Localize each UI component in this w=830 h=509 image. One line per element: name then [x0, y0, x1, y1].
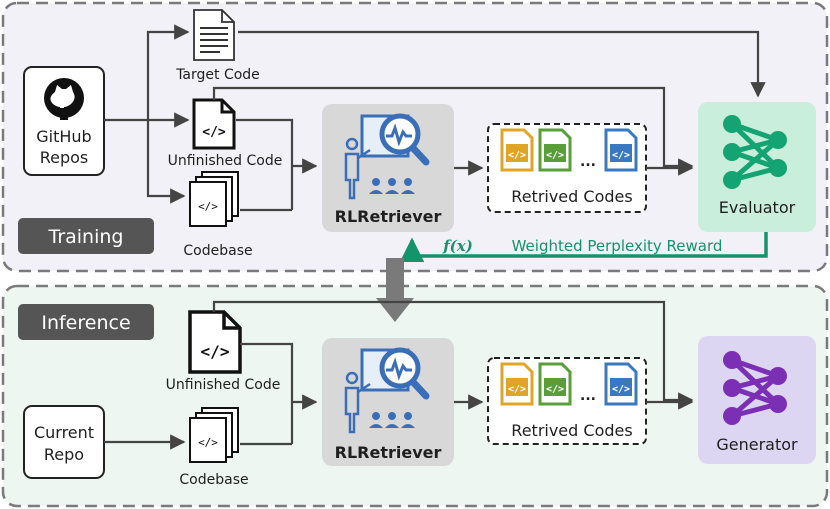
- code-file-yellow-icon: [500, 128, 534, 172]
- codes-inference-ellipsis: ...: [580, 388, 596, 404]
- unfinished-to-generator-arrow: [212, 300, 694, 408]
- github-repos-label-2: Repos: [40, 148, 89, 167]
- inference-merge-connector: [240, 342, 318, 446]
- github-repos-label-1: GitHub: [36, 127, 91, 146]
- retrived-codes-training: ... Retrived Codes: [487, 123, 647, 213]
- generator-box: Generator: [698, 336, 816, 464]
- rlretriever-training: RLRetriever: [322, 104, 454, 232]
- unfinished-code-label: Unfinished Code: [168, 153, 283, 169]
- unfinished-code-icon: [192, 98, 236, 150]
- target-code-document-icon: [193, 9, 235, 61]
- codebase-label: Codebase: [183, 243, 252, 259]
- rlretriever-label: RLRetriever: [335, 207, 442, 226]
- training-merge-connector: [236, 118, 318, 212]
- current-repo-box: Current Repo: [23, 405, 105, 479]
- target-code-label: Target Code: [175, 67, 260, 83]
- retrived-codes-label: Retrived Codes: [511, 187, 632, 206]
- training-input-connectors: [104, 24, 190, 204]
- codebase-inference-label: Codebase: [179, 472, 248, 488]
- rlretriever-inference: RLRetriever: [322, 338, 454, 466]
- training-tag-label: Training: [48, 226, 124, 248]
- github-icon: [44, 78, 84, 120]
- evaluator-label: Evaluator: [719, 198, 796, 217]
- reward-feedback-arrow: [399, 232, 768, 263]
- inference-tag: Inference: [18, 304, 154, 340]
- svg-text:</>: </>: [201, 342, 230, 361]
- current-repo-label-2: Repo: [44, 445, 84, 464]
- evaluator-box: Evaluator: [698, 102, 816, 232]
- reward-label: Weighted Perplexity Reward: [512, 237, 723, 255]
- generator-label: Generator: [716, 435, 798, 454]
- target-to-evaluator-arrow: [238, 30, 766, 98]
- github-repos-box: GitHub Repos: [23, 66, 105, 176]
- unfinished-code-inference-label: Unfinished Code: [166, 377, 281, 393]
- codebase-icon: [189, 171, 239, 227]
- code-file-green-inference-icon: [538, 362, 572, 406]
- unfinished-code-inference-icon: </>: [188, 310, 242, 374]
- inference-tag-label: Inference: [41, 312, 130, 334]
- training-tag: Training: [18, 218, 154, 254]
- code-file-green-icon: [538, 128, 572, 172]
- rlretriever-inference-label: RLRetriever: [335, 443, 442, 462]
- code-file-blue-inference-icon: [604, 362, 638, 406]
- stage-transition-arrow-head: [376, 286, 414, 322]
- code-file-blue-icon: [604, 128, 638, 172]
- codes-ellipsis: ...: [580, 154, 596, 170]
- retrived-codes-inference: ... Retrived Codes: [487, 357, 647, 445]
- current-repo-label-1: Current: [34, 423, 94, 442]
- unfinished-to-evaluator-arrow: [212, 86, 694, 174]
- code-file-yellow-inference-icon: [500, 362, 534, 406]
- codebase-inference-icon: [189, 407, 239, 463]
- reward-fx: f(x): [442, 237, 473, 255]
- retrived-codes-inference-label: Retrived Codes: [511, 421, 632, 440]
